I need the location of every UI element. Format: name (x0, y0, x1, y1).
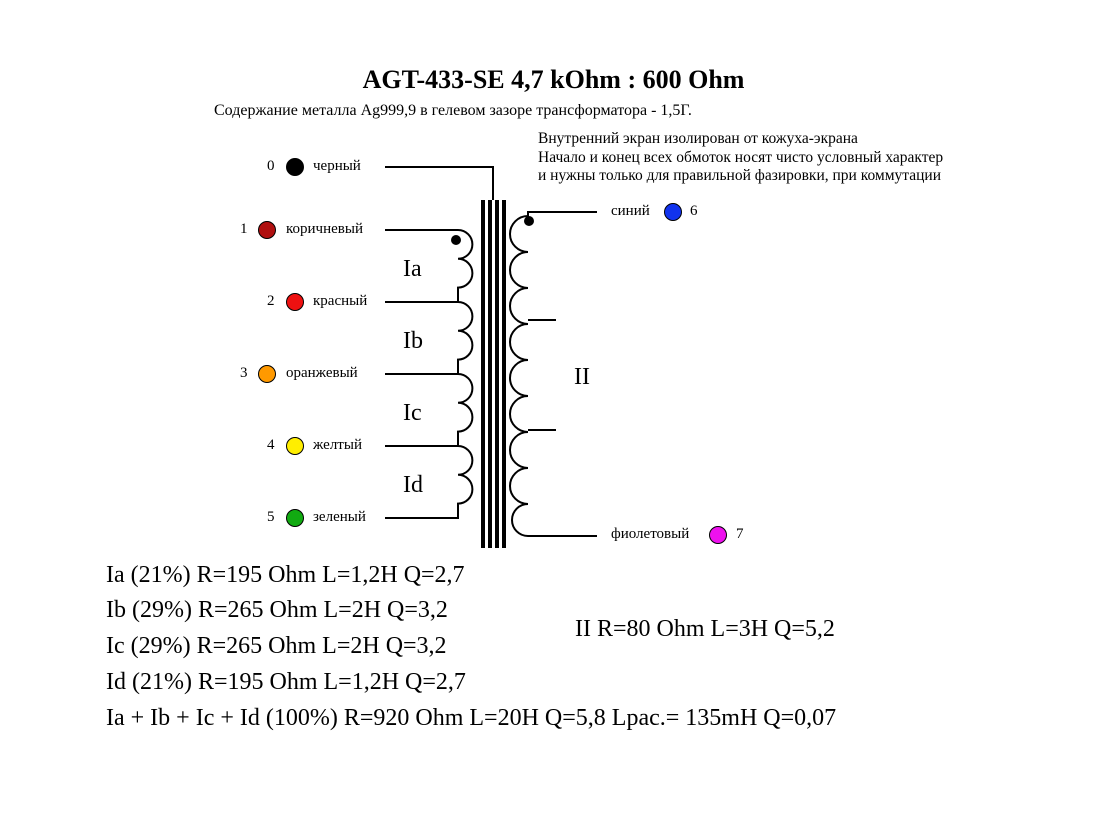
subtitle: Содержание металла Ag999,9 в гелевом заз… (214, 102, 692, 119)
note-line: и нужны только для правильной фазировки,… (538, 167, 942, 184)
winding-label-ic: Ic (403, 400, 422, 426)
terminal-number: 5 (267, 509, 275, 525)
spec-line: Ib (29%) R=265 Ohm L=2H Q=3,2 (106, 597, 448, 623)
terminal-number: 0 (267, 158, 275, 174)
wire-color-label: красный (313, 293, 368, 309)
terminal-dot-1 (258, 221, 276, 239)
terminal-dot-3 (258, 365, 276, 383)
winding-label-id: Id (403, 472, 423, 498)
wire-color-label: черный (313, 158, 361, 174)
terminal-number: 3 (240, 365, 248, 381)
wire-color-label: синий (611, 203, 650, 219)
wire-color-label: зеленый (313, 509, 366, 525)
terminal-dot-5 (286, 509, 304, 527)
spec-line-total: Ia + Ib + Ic + Id (100%) R=920 Ohm L=20H… (106, 705, 837, 731)
terminal-dot-2 (286, 293, 304, 311)
phasing-dot-secondary (524, 216, 534, 226)
secondary-winding (509, 211, 597, 537)
phasing-dot-primary (451, 235, 461, 245)
spec-line: Id (21%) R=195 Ohm L=1,2H Q=2,7 (106, 669, 466, 695)
terminal-number: 6 (690, 203, 698, 219)
terminal-dot-6 (664, 203, 682, 221)
terminal-number: 2 (267, 293, 275, 309)
winding-label-ib: Ib (403, 328, 423, 354)
wire-color-label: фиолетовый (611, 526, 690, 542)
winding-label-ia: Ia (403, 256, 422, 282)
terminal-number: 1 (240, 221, 248, 237)
wire-color-label: коричневый (286, 221, 363, 237)
note-line: Начало и конец всех обмоток носят чисто … (538, 149, 944, 166)
spec-line: Ia (21%) R=195 Ohm L=1,2H Q=2,7 (106, 562, 465, 588)
terminal-dot-7 (709, 526, 727, 544)
terminal-number: 7 (736, 526, 744, 542)
wire-color-label: желтый (313, 437, 362, 453)
terminal-number: 4 (267, 437, 275, 453)
terminal-dot-4 (286, 437, 304, 455)
note-line: Внутренний экран изолирован от кожуха-эк… (538, 130, 858, 147)
diagram-title: AGT-433-SE 4,7 kOhm : 600 Ohm (362, 65, 745, 94)
spec-line: Ic (29%) R=265 Ohm L=2H Q=3,2 (106, 633, 447, 659)
secondary-spec: II R=80 Ohm L=3H Q=5,2 (575, 616, 835, 642)
terminal-dot-0 (286, 158, 304, 176)
wire-color-label: оранжевый (286, 365, 358, 381)
primary-winding (385, 229, 474, 519)
winding-label-ii: II (574, 364, 590, 390)
shield-lead (385, 166, 494, 200)
